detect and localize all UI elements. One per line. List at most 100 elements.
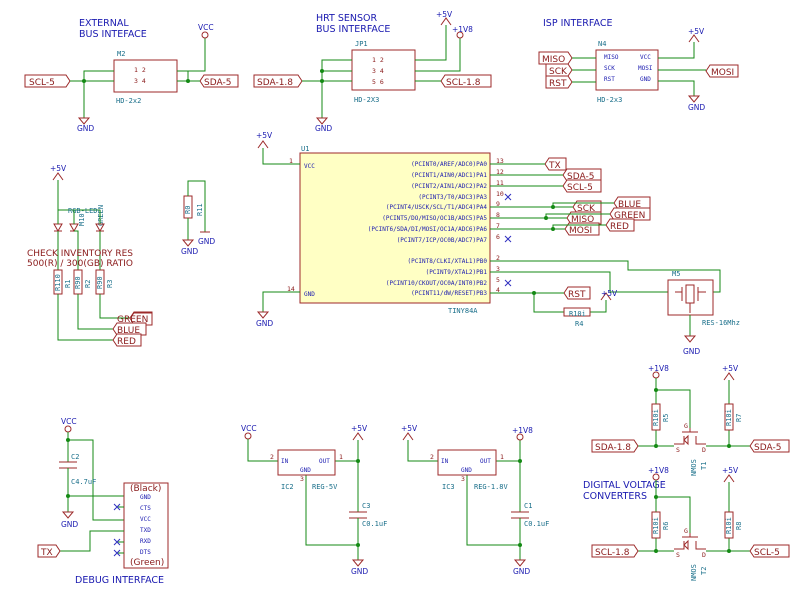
c1-capacitor[interactable]	[511, 511, 529, 519]
t2-ref: T2	[700, 567, 708, 575]
c1-value: C0.1uF	[524, 520, 549, 528]
u1-pin-number: 12	[496, 168, 504, 176]
u1-vcc-num: 1	[289, 157, 293, 165]
isp-title: ISP INTERFACE	[543, 18, 612, 29]
c2-ref: C2	[71, 453, 79, 461]
jp1-pins-row3: 5 6	[372, 78, 384, 86]
u1-pin-label: (PCINT4/USCK/SCL/T1/ADC4)PA4	[386, 204, 488, 211]
c3-capacitor[interactable]	[349, 511, 367, 519]
t1-drain: D	[702, 446, 706, 454]
vcc-flag-ext	[201, 31, 209, 39]
ic3-regulator: +5V IN OUT GND 2 1 3 IC3 REG-1.8V +1V8 C…	[401, 424, 549, 576]
p5v-label-r4: +5V	[601, 289, 618, 298]
debug-title: DEBUG INTERFACE	[75, 575, 164, 586]
isp-rst-label: RST	[549, 79, 567, 89]
c1-ref: C1	[524, 502, 532, 510]
dvc-sda5-label: SDA-5	[754, 443, 781, 453]
u1-pin-label: (PCINT0/AREF/ADC0)PA0	[411, 161, 487, 168]
external-bus-interface: EXTERNAL BUS INTEFACE M2 1 2 3 4 HD-2x2 …	[24, 18, 239, 133]
jp1-value: HD-2X3	[354, 96, 379, 104]
isp-interface: ISP INTERFACE N4 MISO SCK RST VCC MOSI G…	[538, 18, 739, 112]
ic2-out: OUT	[319, 458, 330, 465]
u1-pin-label: (PCINT9/XTAL2)PB1	[426, 269, 488, 276]
u1-blue-label: BLUE	[618, 200, 641, 210]
isp-pin-gnd: GND	[640, 76, 651, 83]
dvc-scl18-label: SCL-1.8	[595, 548, 630, 558]
gnd-label-m5: GND	[683, 347, 700, 356]
net-sda5-label-box	[199, 74, 239, 88]
u1-sda5-label: SDA-5	[567, 172, 594, 182]
u1-red-label: RED	[610, 222, 629, 232]
u1-pin-number: 7	[496, 222, 500, 230]
ic2-body[interactable]	[277, 449, 336, 476]
gnd-label-u1: GND	[256, 319, 273, 328]
dvc-title-2: CONVERTERS	[583, 491, 647, 502]
r6-resistor[interactable]	[651, 511, 661, 539]
r5-resistor[interactable]	[651, 403, 661, 431]
u1-signal-wires	[490, 163, 721, 313]
debug-tx-label: TX	[40, 548, 53, 558]
isp-pin-mosi: MOSI	[638, 65, 653, 72]
u1-pin-number: 10	[496, 190, 504, 198]
jp1-header[interactable]	[351, 49, 416, 91]
p5v-label-hrt: +5V	[436, 10, 453, 19]
t1-source: S	[676, 446, 680, 454]
debug-pin-vcc: VCC	[140, 516, 151, 523]
led-ref: M10	[78, 213, 86, 226]
net-sda18-label-box-top	[253, 74, 303, 88]
isp-wires	[572, 42, 706, 96]
gnd-label-ext: GND	[77, 124, 94, 133]
p5v-label-isp: +5V	[688, 27, 705, 36]
c2-capacitor[interactable]	[59, 461, 77, 469]
u1-body[interactable]	[299, 152, 491, 304]
r2-value: R90	[74, 276, 82, 289]
r7-resistor[interactable]	[724, 403, 734, 431]
ic2-regulator: VCC IN OUT GND 2 1 3 IC2 REG-5V +5V C3 C…	[241, 424, 387, 576]
m2-header[interactable]	[113, 59, 178, 93]
u1-gnd-pin: GND	[304, 291, 315, 298]
u1-rst-label: RST	[568, 290, 586, 300]
rgb-led[interactable]	[53, 210, 105, 270]
debug-wire-top: (Black)	[130, 484, 161, 494]
u1-value: TINY84A	[448, 307, 478, 315]
p1v8-label-t1: +1V8	[648, 364, 669, 373]
r8-resistor[interactable]	[724, 511, 734, 539]
p5v-label-ic2: +5V	[351, 424, 368, 433]
t1-gate: G	[684, 422, 688, 430]
t2-gate: G	[684, 527, 688, 535]
ic3-body[interactable]	[437, 449, 497, 476]
m2-value: HD-2x2	[116, 97, 141, 105]
t2-source: S	[676, 551, 680, 559]
dvc-scl5-label: SCL-5	[754, 548, 780, 558]
u1-pin-label: (PCINT6/SDA/DI/MOSI/OC1A/ADC6)PA6	[368, 226, 488, 233]
dvc-sda18-label: SDA-1.8	[595, 443, 631, 453]
p5v-label-ic3: +5V	[401, 424, 418, 433]
p1v8-label-ic3: +1V8	[512, 426, 533, 435]
u1-vcc-pin: VCC	[304, 163, 315, 170]
t1-nmos[interactable]	[674, 428, 706, 446]
r11-group: R0 R11 GND GND	[181, 180, 215, 256]
hrt-sensor-interface: HRT SENSOR BUS INTERFACE JP1 1 2 3 4 5 6…	[253, 10, 492, 133]
t2-nmos[interactable]	[674, 533, 706, 551]
ic3-pin3: 3	[461, 475, 465, 483]
m5-value: RES-16Mhz	[702, 319, 740, 327]
gnd-label-r11a: GND	[198, 237, 215, 246]
debug-pin-rxd: RXD	[140, 538, 151, 545]
r2-ref: R2	[84, 280, 92, 288]
u1-pin-number: 3	[496, 265, 500, 273]
debug-header[interactable]	[123, 482, 169, 569]
r4-ref: R4	[575, 320, 583, 328]
u1-pin-number: 4	[496, 286, 500, 294]
led-value: RGB-LED	[68, 207, 98, 215]
r4-resistor[interactable]	[563, 307, 591, 317]
r7-ref: R7	[735, 414, 743, 422]
r1-ref: R1	[64, 280, 72, 288]
ic2-in: IN	[281, 458, 289, 465]
r1-value: R110	[54, 274, 62, 291]
vcc-label-ic2: VCC	[241, 424, 257, 433]
vcc-label-ext: VCC	[198, 23, 214, 32]
r11-value: R11	[196, 203, 204, 216]
r3-ref: R3	[106, 280, 114, 288]
